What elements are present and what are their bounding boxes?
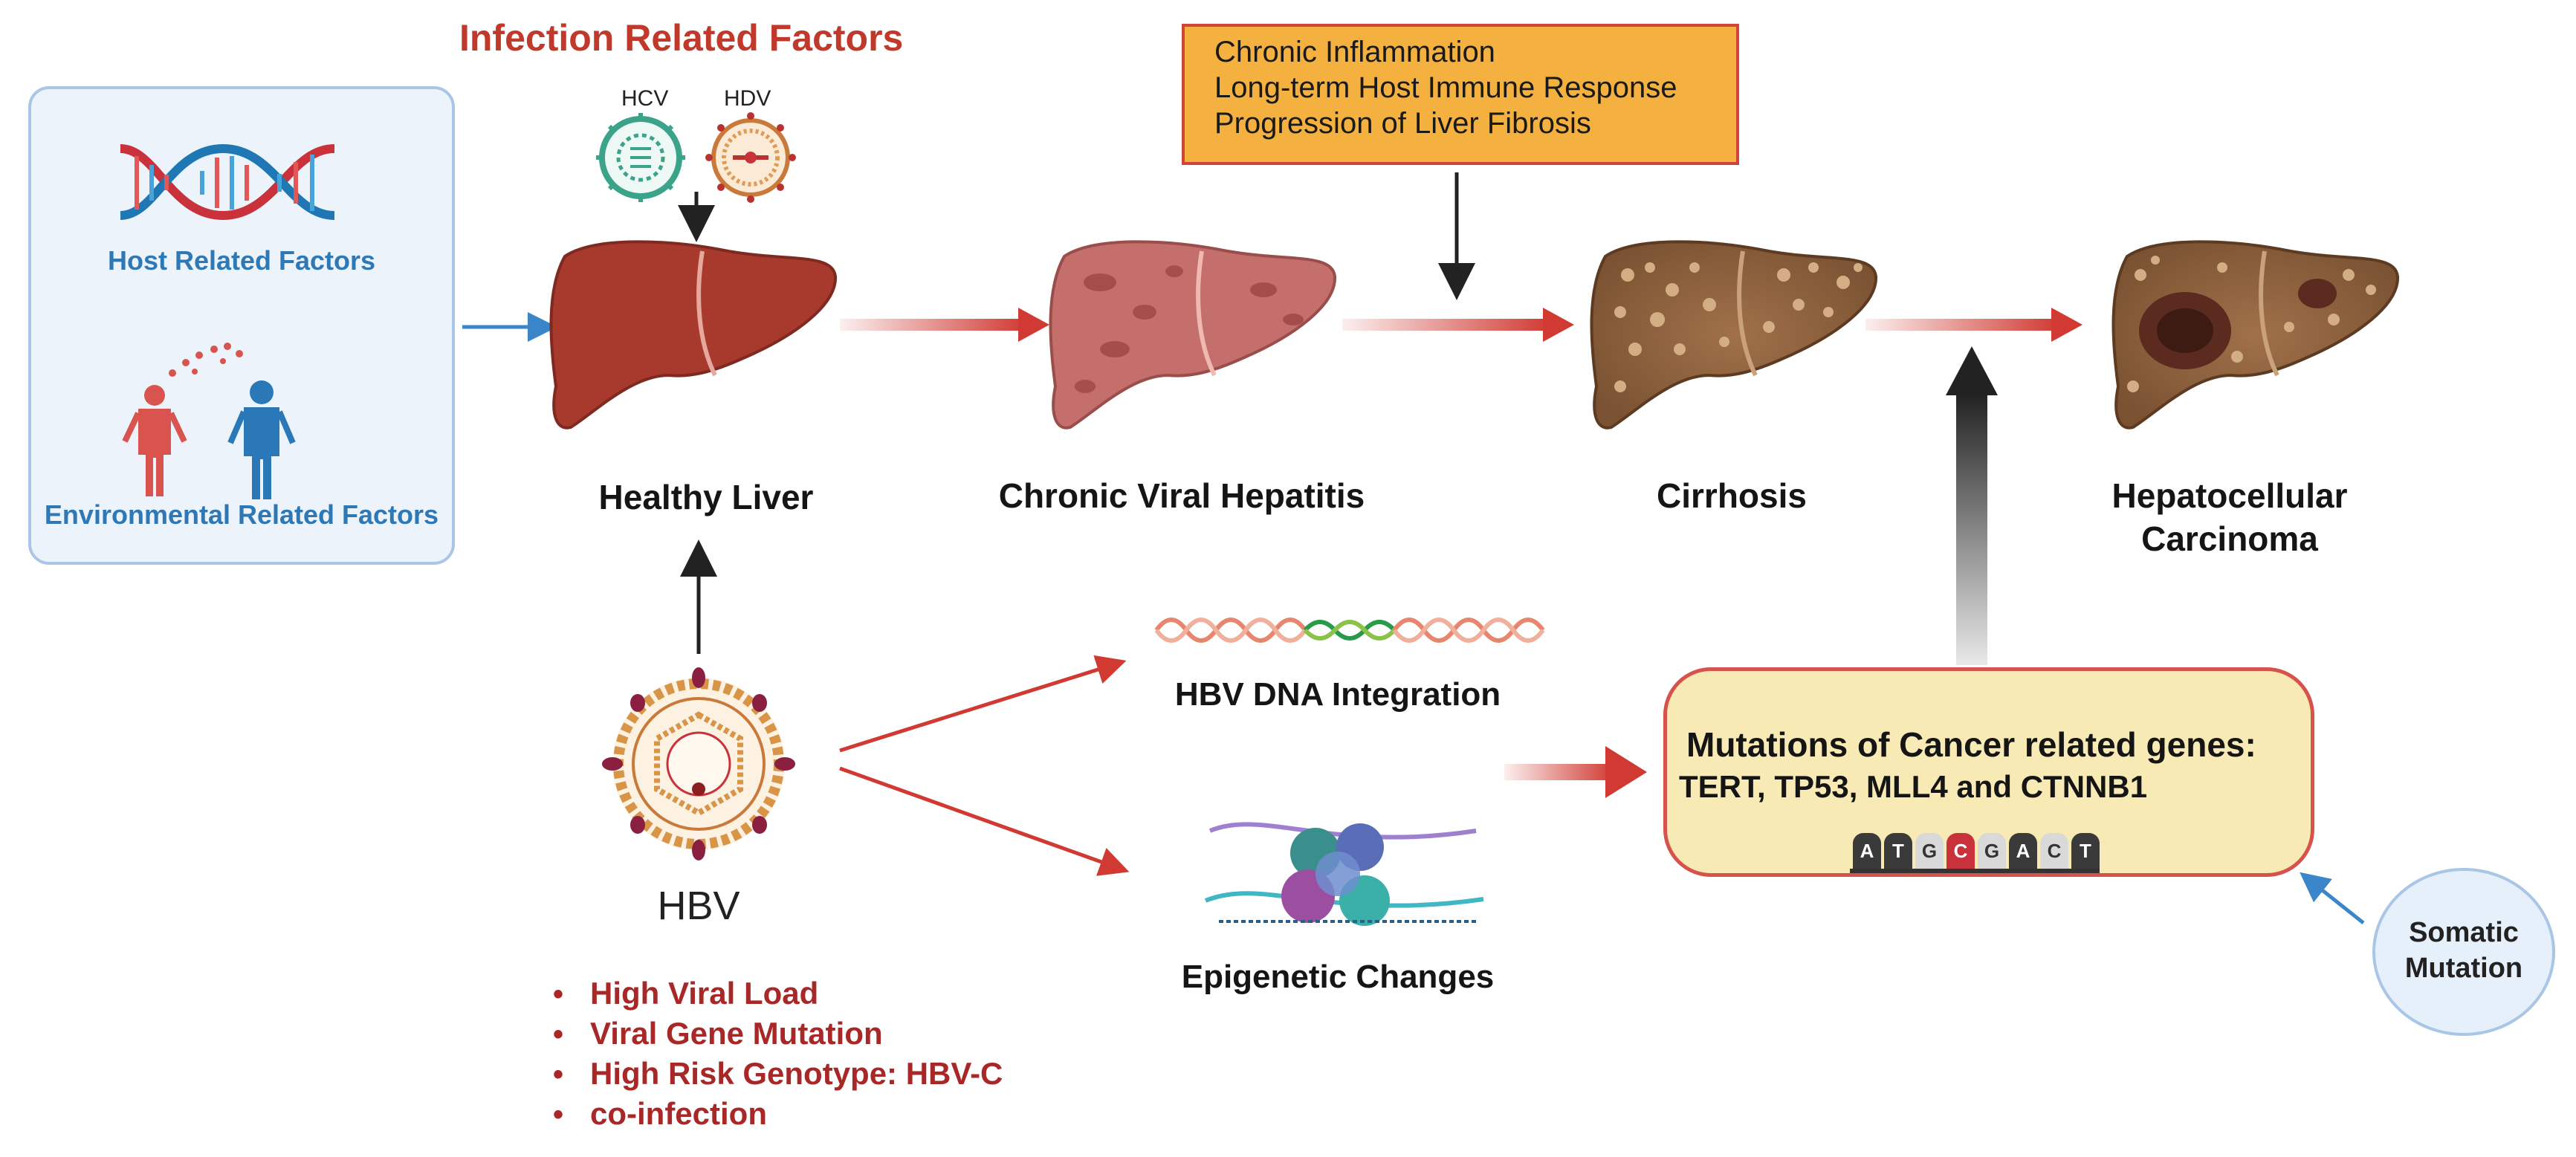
somatic-line-2: Mutation [2404,953,2523,984]
somatic-mutation-bubble: Somatic Mutation [2372,868,2555,1036]
dna-base-tile: G [1915,833,1944,869]
epigenetic-label: Epigenetic Changes [1181,959,1495,995]
hbv-to-epigenetic-arrow [839,766,1130,876]
hcv-label: HCV [621,86,669,111]
host-factors-label: Host Related Factors [107,245,376,276]
hcc-liver-icon [2111,240,2400,430]
risk-factor-item: High Viral Load [553,973,1003,1014]
hepatitis-liver-icon [1049,240,1337,430]
somatic-to-mutations-arrow [2300,872,2365,924]
factors-panel [28,86,455,565]
dna-sequence-baseline [1850,869,2100,873]
cirrhosis-liver-icon [1590,240,1878,430]
dna-base-tile: A [2009,833,2037,869]
hcc-label-line2: Carcinoma [2141,519,2318,558]
inflammation-line-3: Progression of Liver Fibrosis [1214,107,1591,140]
dna-helix-icon [120,143,335,221]
dna-base-tile: T [1884,833,1912,869]
dna-base-tile: T [2071,833,2100,869]
inflammation-box: Chronic Inflammation Long-term Host Immu… [1182,24,1739,165]
hbv-virus-icon [602,667,795,861]
stage-arrows [840,308,2083,342]
hdv-virus-icon [705,112,796,203]
risk-factor-item: Viral Gene Mutation [553,1014,1003,1054]
healthy-liver-icon [549,240,838,430]
somatic-line-1: Somatic [2409,917,2519,948]
hepatitis-label: Chronic Viral Hepatitis [998,476,1365,515]
dna-base-tile: G [1978,833,2006,869]
mutation-to-hcc-arrow [1946,346,1998,665]
hbv-risk-factor-list: High Viral Load Viral Gene Mutation High… [553,973,1003,1134]
people-icon [122,343,296,499]
infection-factors-title: Infection Related Factors [459,17,904,59]
hcc-label-line1: Hepatocellular [2111,476,2348,515]
hbv-label: HBV [657,884,740,928]
hcv-virus-icon [596,113,685,202]
mutations-title: Mutations of Cancer related genes: [1686,725,2256,764]
mutated-genes: TERT, TP53, MLL4 and CTNNB1 [1679,769,2148,804]
nucleosome-icon [1204,822,1484,926]
inflammation-line-1: Chronic Inflammation [1214,36,1495,68]
hbv-to-integration-arrow [839,655,1127,753]
risk-factor-item: High Risk Genotype: HBV-C [553,1054,1003,1094]
dna-base-tile: C [2040,833,2068,869]
hdv-label: HDV [724,86,771,111]
cirrhosis-label: Cirrhosis [1657,476,1807,515]
dna-base-tile: A [1853,833,1881,869]
dna-base-tile: C [1946,833,1975,869]
dna-integration-label: HBV DNA Integration [1174,676,1501,713]
dna-integration-icon [1154,618,1545,643]
healthy-liver-label: Healthy Liver [598,478,814,516]
inflammation-line-2: Long-term Host Immune Response [1214,71,1677,104]
mutations-box: Mutations of Cancer related genes: TERT,… [1663,667,2314,877]
risk-factor-item: co-infection [553,1094,1003,1134]
mechanisms-to-mutations-arrow [1504,746,1647,798]
environmental-factors-label: Environmental Related Factors [44,499,439,530]
